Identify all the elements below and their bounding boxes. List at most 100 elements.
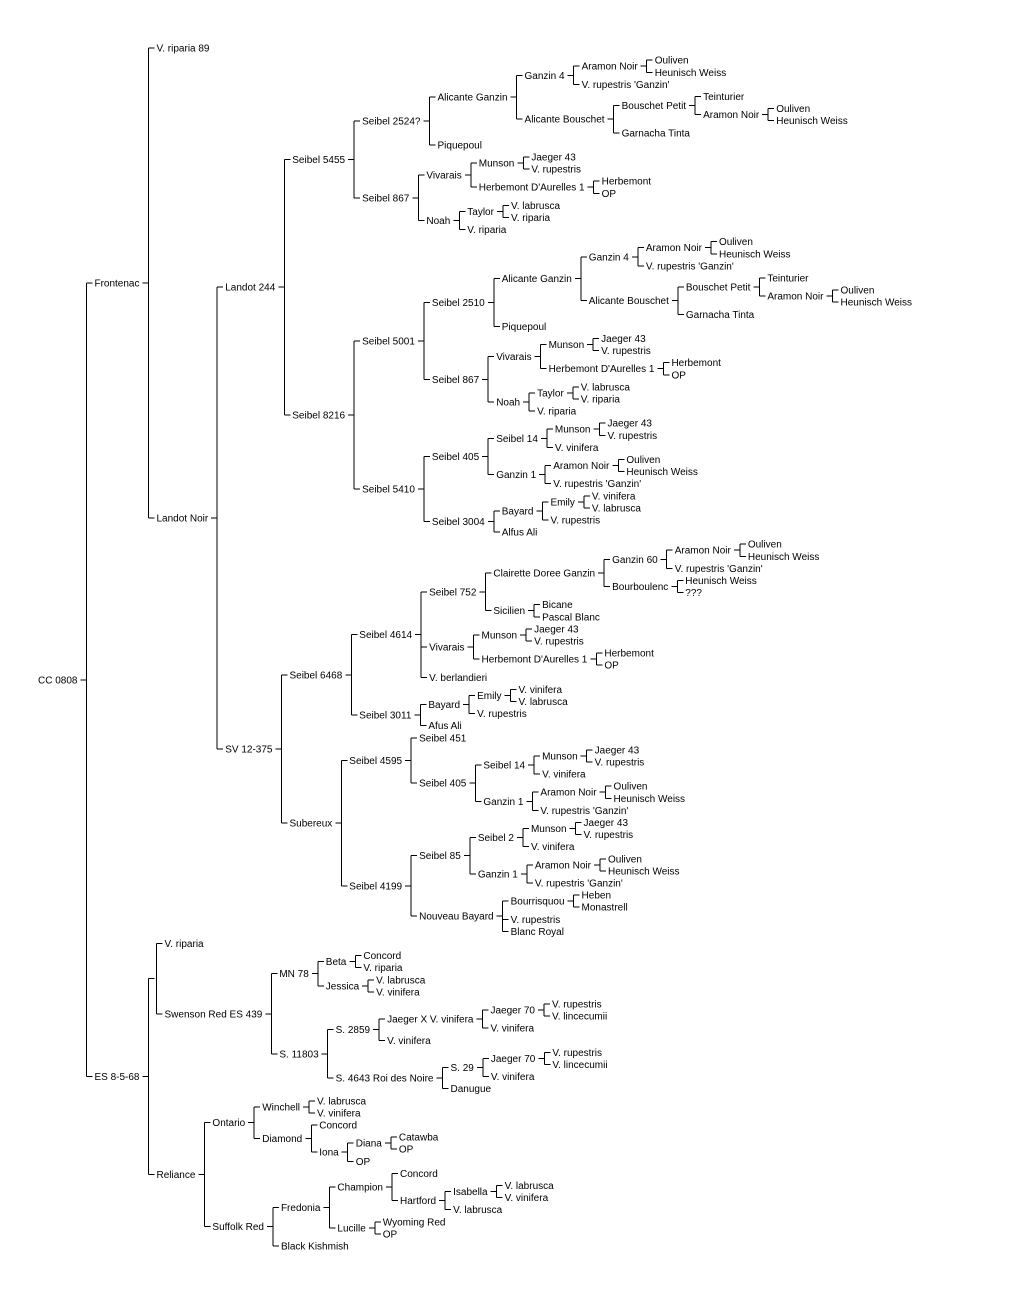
- node-heunisch-weiss: Heunisch Weiss: [719, 249, 791, 260]
- node-aramon-noir: Aramon Noir: [675, 546, 732, 557]
- node-subereux: Subereux: [289, 819, 332, 830]
- node-jaeger-70: Jaeger 70: [490, 1006, 535, 1017]
- node-ganzin-4: Ganzin 4: [525, 71, 565, 82]
- node-alfus-ali: Alfus Ali: [502, 528, 538, 539]
- node-noah: Noah: [496, 397, 520, 408]
- node-v-rupestris: V. rupestris: [531, 165, 581, 176]
- node-munson: Munson: [479, 159, 515, 170]
- node-heunisch-weiss: Heunisch Weiss: [614, 794, 686, 805]
- node-wyoming-red: Wyoming Red: [383, 1217, 446, 1228]
- node-v-labrusca: V. labrusca: [317, 1096, 367, 1107]
- node-vivarais: Vivarais: [426, 171, 461, 182]
- node-v-lincecumii: V. lincecumii: [552, 1060, 607, 1071]
- node-v-rupestris: V. rupestris: [511, 915, 561, 926]
- node-pascal-blanc: Pascal Blanc: [542, 612, 600, 623]
- node-op: OP: [383, 1229, 398, 1240]
- node-munson: Munson: [549, 340, 585, 351]
- node-v-labrusca: V. labrusca: [581, 382, 631, 393]
- node-ouliven: Ouliven: [614, 782, 648, 793]
- node-beta: Beta: [326, 957, 347, 968]
- node-v-rupestris-ganzin: V. rupestris 'Ganzin': [540, 806, 628, 817]
- node-champion: Champion: [337, 1182, 383, 1193]
- node-danugue: Danugue: [450, 1084, 491, 1095]
- node-aramon-noir: Aramon Noir: [703, 110, 760, 121]
- node-bouschet-petit: Bouschet Petit: [622, 101, 687, 112]
- node-alicante-bouschet: Alicante Bouschet: [525, 115, 605, 126]
- node-v-labrusca: V. labrusca: [519, 697, 569, 708]
- node-bayard: Bayard: [502, 506, 534, 517]
- node-s-4643-roi-des-noire: S. 4643 Roi des Noire: [336, 1074, 434, 1085]
- node-ontario: Ontario: [212, 1118, 245, 1129]
- node-v-labrusca: V. labrusca: [511, 201, 561, 212]
- node-nouveau-bayard: Nouveau Bayard: [419, 912, 494, 923]
- node-op: OP: [602, 189, 617, 200]
- node-node: ???: [685, 588, 702, 599]
- node-seibel-6468: Seibel 6468: [289, 670, 342, 681]
- node-ganzin-1: Ganzin 1: [478, 869, 518, 880]
- node-aramon-noir: Aramon Noir: [535, 860, 592, 871]
- node-vivarais: Vivarais: [496, 352, 531, 363]
- node-ouliven: Ouliven: [608, 854, 642, 865]
- node-jaeger-43: Jaeger 43: [584, 818, 629, 829]
- node-v-rupestris-ganzin: V. rupestris 'Ganzin': [553, 479, 641, 490]
- node-jaeger-43: Jaeger 43: [601, 334, 646, 345]
- node-v-rupestris-ganzin: V. rupestris 'Ganzin': [675, 564, 763, 575]
- node-jaeger-43: Jaeger 43: [531, 152, 576, 163]
- node-suffolk-red: Suffolk Red: [212, 1222, 264, 1233]
- node-op: OP: [604, 661, 619, 672]
- node-diana: Diana: [356, 1139, 383, 1150]
- node-aramon-noir: Aramon Noir: [646, 243, 703, 254]
- node-v-riparia: V. riparia: [363, 963, 403, 974]
- node-op: OP: [399, 1145, 414, 1156]
- node-ganzin-1: Ganzin 1: [483, 797, 523, 808]
- node-v-rupestris: V. rupestris: [601, 346, 651, 357]
- node-v-vinifera: V. vinifera: [505, 1193, 549, 1204]
- node-heunisch-weiss: Heunisch Weiss: [748, 552, 820, 563]
- node-jaeger-70: Jaeger 70: [491, 1054, 536, 1065]
- node-bicane: Bicane: [542, 600, 573, 611]
- node-ouliven: Ouliven: [840, 286, 874, 297]
- node-alicante-ganzin: Alicante Ganzin: [437, 93, 507, 104]
- node-mn-78: MN 78: [279, 969, 309, 980]
- node-v-rupestris: V. rupestris: [552, 999, 602, 1010]
- node-v-labrusca: V. labrusca: [453, 1205, 503, 1216]
- node-heunisch-weiss: Heunisch Weiss: [840, 298, 912, 309]
- node-blanc-royal: Blanc Royal: [511, 927, 564, 938]
- node-v-labrusca: V. labrusca: [505, 1181, 555, 1192]
- node-ouliven: Ouliven: [748, 540, 782, 551]
- node-fredonia: Fredonia: [281, 1203, 321, 1214]
- node-v-rupestris: V. rupestris: [477, 709, 527, 720]
- node-v-berlandieri: V. berlandieri: [429, 673, 487, 684]
- node-concord: Concord: [319, 1120, 357, 1131]
- node-v-rupestris-ganzin: V. rupestris 'Ganzin': [646, 261, 734, 272]
- node-munson: Munson: [555, 425, 591, 436]
- node-v-vinifera: V. vinifera: [317, 1108, 361, 1119]
- node-iona: Iona: [319, 1148, 339, 1159]
- node-herbemont: Herbemont: [602, 177, 652, 188]
- node-noah: Noah: [426, 216, 450, 227]
- node-seibel-5455: Seibel 5455: [292, 155, 345, 166]
- node-bourrisquou: Bourrisquou: [511, 897, 565, 908]
- node-s-2859: S. 2859: [336, 1025, 371, 1036]
- node-ouliven: Ouliven: [719, 237, 753, 248]
- node-taylor: Taylor: [467, 207, 494, 218]
- node-v-rupestris-ganzin: V. rupestris 'Ganzin': [535, 878, 623, 889]
- node-v-rupestris: V. rupestris: [552, 1048, 602, 1059]
- node-v-riparia: V. riparia: [165, 939, 205, 950]
- node-seibel-5410: Seibel 5410: [362, 484, 415, 495]
- node-v-riparia: V. riparia: [537, 407, 577, 418]
- node-monastrell: Monastrell: [582, 903, 628, 914]
- node-v-rupestris: V. rupestris: [584, 830, 634, 841]
- node-piquepoul: Piquepoul: [437, 140, 481, 151]
- node-concord: Concord: [363, 951, 401, 962]
- node-aramon-noir: Aramon Noir: [553, 461, 610, 472]
- node-taylor: Taylor: [537, 388, 564, 399]
- node-herbemont-daurelles-1: Herbemont D'Aurelles 1: [482, 655, 588, 666]
- node-v-vinifera: V. vinifera: [542, 770, 586, 781]
- node-ganzin-4: Ganzin 4: [589, 252, 629, 263]
- node-v-vinifera: V. vinifera: [531, 842, 575, 853]
- node-alicante-ganzin: Alicante Ganzin: [502, 274, 572, 285]
- node-seibel-14: Seibel 14: [483, 760, 525, 771]
- node-seibel-4614: Seibel 4614: [359, 630, 412, 641]
